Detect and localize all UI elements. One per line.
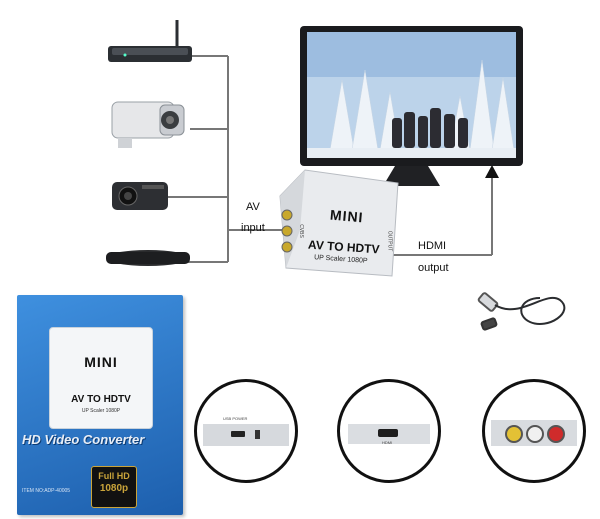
box-product-line: HD Video Converter <box>22 432 145 447</box>
box-item-number: ITEM NO:ADP-40005 <box>22 488 71 494</box>
closeup-usb-power: USB POWER <box>194 379 298 483</box>
dvd-player-icon <box>106 250 190 266</box>
usb-power-label: USB POWER <box>223 416 248 421</box>
av-input-label-2: input <box>241 222 265 234</box>
security-camera-icon <box>111 101 185 148</box>
closeup-hdmi-port: HDMI <box>337 379 441 483</box>
av-input-label-1: AV <box>246 201 260 213</box>
box-title: AV TO HDTV <box>71 394 131 405</box>
box-subtitle: UP Scaler 1080P <box>81 408 121 414</box>
retail-box: MINI AV TO HDTV UP Scaler 1080P HD Video… <box>17 295 183 515</box>
hdmi-output-label-2: output <box>418 262 449 274</box>
badge-bottom-text: 1080p <box>99 483 129 494</box>
tv-monitor-icon <box>300 26 523 186</box>
box-window: MINI AV TO HDTV UP Scaler 1080P <box>49 327 153 429</box>
converter-brand: MINI <box>329 206 365 226</box>
router-icon <box>108 20 192 62</box>
converter-side-left: CVBS <box>297 224 304 238</box>
converter-device <box>279 169 399 277</box>
full-hd-badge: Full HD 1080p <box>91 466 137 508</box>
usb-cable-icon <box>477 292 566 331</box>
hdmi-port-label: HDMI <box>382 440 393 445</box>
badge-top-text: Full HD <box>98 471 130 481</box>
closeup-rca-ports <box>482 379 586 483</box>
projector-icon <box>112 182 168 210</box>
hdmi-output-label-1: HDMI <box>418 240 447 252</box>
converter-side-right: OUTPUT <box>386 230 393 252</box>
input-wires <box>168 55 493 263</box>
box-brand: MINI <box>84 354 118 370</box>
hdmi-arrow-head <box>485 165 499 178</box>
